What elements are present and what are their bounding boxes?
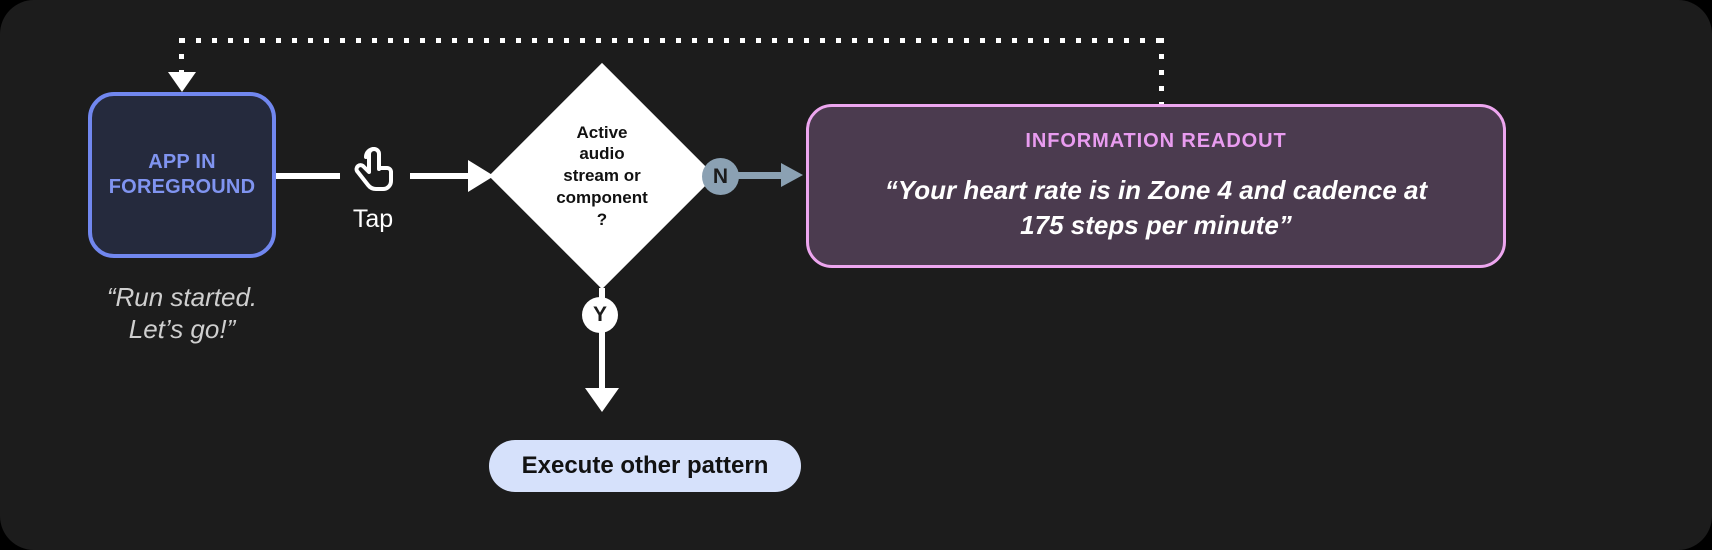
feedback-loop-right-dotted-line bbox=[1159, 38, 1164, 106]
app-state-quote-line-2: Let’s go!” bbox=[128, 313, 236, 344]
information-readout-body-line-2: 175 steps per minute” bbox=[1020, 209, 1292, 240]
execute-other-pattern-pill[interactable]: Execute other pattern bbox=[489, 440, 801, 492]
feedback-loop-left-dotted-line bbox=[179, 38, 184, 76]
connector-yes-to-execute-arrowhead-icon bbox=[585, 388, 619, 412]
app-in-foreground-label: APP IN FOREGROUND bbox=[108, 151, 256, 198]
information-readout-body: “Your heart rate is in Zone 4 and cadenc… bbox=[885, 173, 1427, 242]
feedback-loop-horizontal-dotted-line bbox=[180, 38, 1164, 43]
decision-diamond-node[interactable]: Active audio stream or component ? bbox=[488, 62, 716, 290]
connector-tap-to-decision bbox=[410, 173, 486, 179]
app-in-foreground-node[interactable]: APP IN FOREGROUND bbox=[88, 92, 276, 258]
tap-gesture-caption: Tap bbox=[352, 205, 394, 233]
information-readout-body-line-1: “Your heart rate is in Zone 4 and cadenc… bbox=[884, 175, 1428, 206]
connector-app-to-tap bbox=[276, 173, 340, 179]
connector-no-to-readout bbox=[737, 172, 789, 179]
information-readout-panel[interactable]: INFORMATION READOUT “Your heart rate is … bbox=[806, 104, 1506, 268]
feedback-loop-arrowhead-icon bbox=[168, 72, 196, 92]
connector-no-to-readout-arrowhead-icon bbox=[781, 163, 803, 187]
information-readout-title: INFORMATION READOUT bbox=[1025, 130, 1287, 153]
app-state-quote: “Run started. Let’s go!” bbox=[68, 282, 296, 345]
branch-badge-no: N bbox=[702, 158, 739, 195]
tap-gesture-group: Tap bbox=[336, 142, 410, 234]
decision-diamond-label: Active audio stream or component ? bbox=[556, 122, 648, 229]
branch-badge-yes: Y bbox=[582, 297, 618, 333]
tap-gesture-icon bbox=[349, 147, 397, 200]
app-state-quote-line-1: “Run started. bbox=[106, 282, 258, 312]
connector-decision-to-yes-badge bbox=[599, 288, 605, 302]
connector-yes-to-execute bbox=[599, 331, 605, 393]
